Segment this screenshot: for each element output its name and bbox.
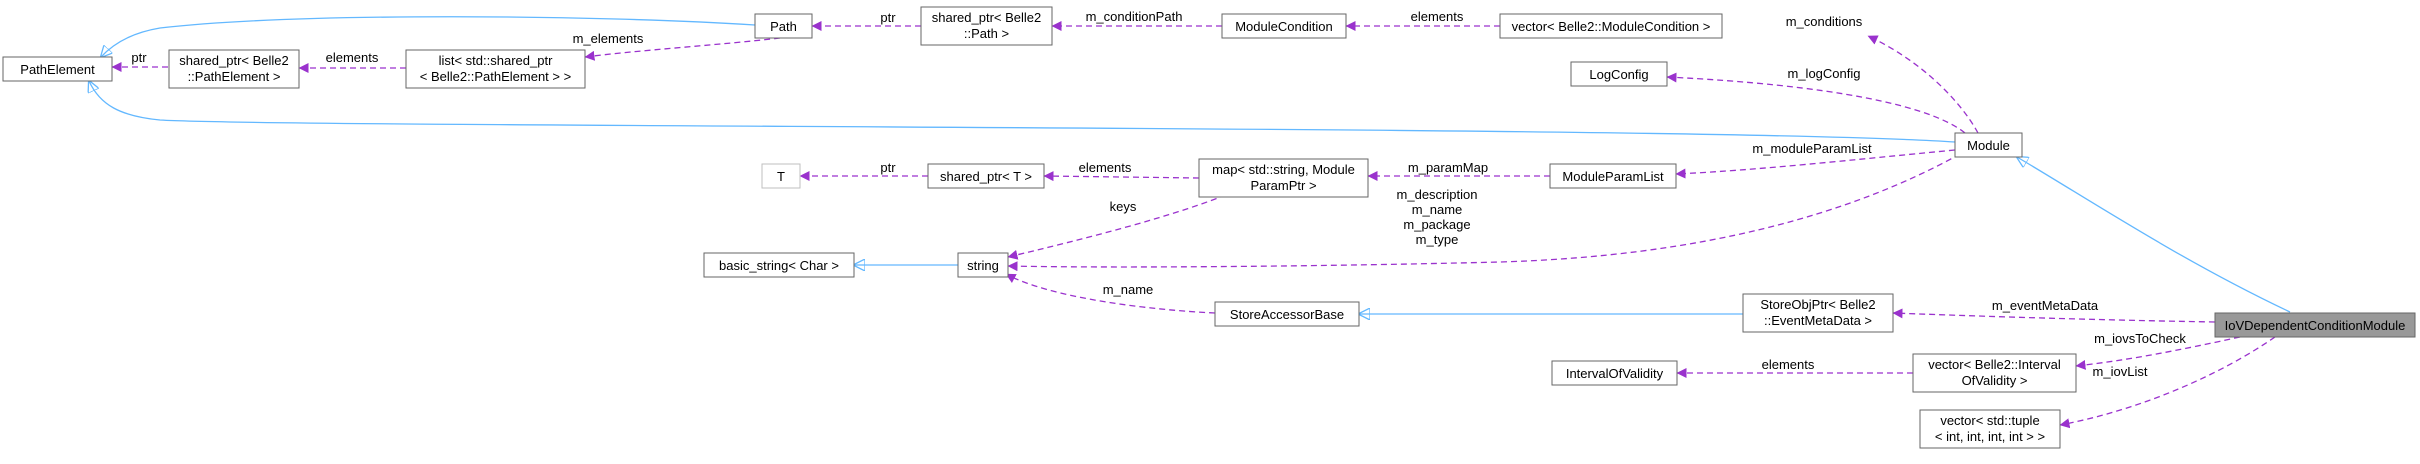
edge-map-string-keys: [1007, 190, 1236, 260]
node-label-line-1: vector< std::tuple: [1940, 413, 2039, 428]
edge-label-m-moduleparamlist: m_moduleParamList: [1752, 141, 1872, 156]
edge-label-elements-list: elements: [326, 50, 379, 65]
node-shared-ptr-pathelement[interactable]: shared_ptr< Belle2 ::PathElement >: [168, 49, 300, 89]
node-list-shared-ptr[interactable]: list< std::shared_ptr < Belle2::PathElem…: [405, 49, 586, 89]
edge-label-m-parammap: m_paramMap: [1408, 160, 1488, 175]
edge-label-m-elements: m_elements: [573, 31, 644, 46]
edge-label-m-conditionpath: m_conditionPath: [1086, 9, 1183, 24]
node-label: shared_ptr< T >: [940, 169, 1032, 184]
node-label-line-2: ParamPtr >: [1250, 178, 1316, 193]
node-label: Module: [1967, 138, 2010, 153]
node-t[interactable]: T: [761, 163, 801, 189]
node-path[interactable]: Path: [754, 13, 813, 39]
edge-module-to-pathelement: [89, 81, 1956, 143]
node-label-line-1: shared_ptr< Belle2: [932, 10, 1042, 25]
edge-iovmodule-to-module: [2017, 157, 2291, 313]
node-label-line-1: list< std::shared_ptr: [439, 53, 553, 68]
edge-storeaccessorbase-string: [1005, 273, 1216, 314]
edge-label-ptr-t: ptr: [880, 160, 896, 175]
node-log-config[interactable]: LogConfig: [1570, 61, 1668, 87]
node-label: vector< Belle2::ModuleCondition >: [1512, 19, 1711, 34]
node-shared-ptr-path[interactable]: shared_ptr< Belle2 ::Path >: [920, 6, 1053, 46]
node-label-line-1: StoreObjPtr< Belle2: [1760, 297, 1875, 312]
edges: [89, 16, 2291, 429]
edge-label-m-name-storeaccessor: m_name: [1103, 282, 1154, 297]
node-map-string-param[interactable]: map< std::string, Module ParamPtr >: [1198, 158, 1369, 198]
node-label-line-1: shared_ptr< Belle2: [179, 53, 289, 68]
edge-label-m-eventmetadata: m_eventMetaData: [1992, 298, 2099, 313]
node-basic-string[interactable]: basic_string< Char >: [703, 252, 855, 278]
node-vector-interval[interactable]: vector< Belle2::Interval OfValidity >: [1912, 353, 2077, 393]
node-iov-dependent-condition-module[interactable]: IoVDependentConditionModule: [2214, 312, 2416, 338]
node-label: LogConfig: [1589, 67, 1648, 82]
edge-path-to-pathelement: [101, 16, 756, 57]
node-module[interactable]: Module: [1954, 132, 2023, 158]
node-label: T: [777, 169, 785, 184]
node-module-condition[interactable]: ModuleCondition: [1221, 13, 1347, 39]
node-label-line-2: ::Path >: [964, 26, 1009, 41]
edge-module-logconfig: [1666, 72, 1966, 134]
node-interval-of-validity[interactable]: IntervalOfValidity: [1551, 360, 1678, 386]
edge-label-ptr-pathelement: ptr: [131, 50, 147, 65]
node-shared-ptr-t[interactable]: shared_ptr< T >: [927, 163, 1045, 189]
edge-label-elements-map: elements: [1079, 160, 1132, 175]
nodes: PathElement shared_ptr< Belle2 ::PathEle…: [2, 6, 2416, 449]
node-label: IntervalOfValidity: [1566, 366, 1664, 381]
edge-label-m-iovstocheck: m_iovsToCheck: [2094, 331, 2186, 346]
node-label: ModuleCondition: [1235, 19, 1333, 34]
edge-module-vector-conditions: [1867, 35, 1979, 134]
edge-label-m-description: m_description: [1397, 187, 1478, 202]
edge-label-m-iovlist: m_iovList: [2093, 364, 2148, 379]
edge-module-string-members: [1007, 153, 1961, 272]
edge-label-m-name-module: m_name: [1412, 202, 1463, 217]
node-label: StoreAccessorBase: [1230, 307, 1344, 322]
node-vector-module-condition[interactable]: vector< Belle2::ModuleCondition >: [1499, 13, 1723, 39]
node-path-element[interactable]: PathElement: [2, 56, 113, 82]
node-label-line-2: ::EventMetaData >: [1764, 313, 1872, 328]
node-label: ModuleParamList: [1562, 169, 1664, 184]
edge-label-elements-condition: elements: [1411, 9, 1464, 24]
node-label-line-1: vector< Belle2::Interval: [1928, 357, 2061, 372]
edge-label-m-conditions: m_conditions: [1786, 14, 1863, 29]
node-label: Path: [770, 19, 797, 34]
edge-map-sharedptr-t: [1043, 171, 1200, 182]
edge-label-elements-interval: elements: [1762, 357, 1815, 372]
node-label: basic_string< Char >: [719, 258, 839, 273]
node-module-param-list[interactable]: ModuleParamList: [1549, 163, 1677, 189]
edge-label-m-logconfig: m_logConfig: [1788, 66, 1861, 81]
node-label-line-2: OfValidity >: [1962, 373, 2028, 388]
node-store-accessor-base[interactable]: StoreAccessorBase: [1214, 301, 1360, 327]
node-label-line-1: map< std::string, Module: [1212, 162, 1355, 177]
edge-labels: ptr elements m_elements ptr m_conditionP…: [131, 9, 2186, 379]
node-label-line-2: < int, int, int, int > >: [1935, 429, 2045, 444]
edge-iovmodule-storeobjptr: [1892, 308, 2216, 323]
edge-label-m-package: m_package: [1403, 217, 1470, 232]
edge-label-module-strings: m_description m_name m_package m_type: [1397, 187, 1478, 247]
edge-label-m-type: m_type: [1416, 232, 1459, 247]
node-label: IoVDependentConditionModule: [2225, 318, 2406, 333]
edge-iovmodule-vector-interval: [2075, 336, 2241, 370]
node-vector-tuple[interactable]: vector< std::tuple < int, int, int, int …: [1919, 409, 2061, 449]
node-string[interactable]: string: [957, 252, 1009, 278]
node-label: string: [967, 258, 999, 273]
edge-path-list: [584, 37, 781, 61]
node-label-line-2: ::PathElement >: [188, 69, 281, 84]
node-store-obj-ptr[interactable]: StoreObjPtr< Belle2 ::EventMetaData >: [1742, 293, 1894, 333]
edge-label-keys: keys: [1110, 199, 1137, 214]
node-label: PathElement: [20, 62, 95, 77]
edge-label-ptr-path: ptr: [880, 10, 896, 25]
edge-iovmodule-vector-tuple: [2059, 336, 2276, 429]
node-label-line-2: < Belle2::PathElement > >: [420, 69, 571, 84]
